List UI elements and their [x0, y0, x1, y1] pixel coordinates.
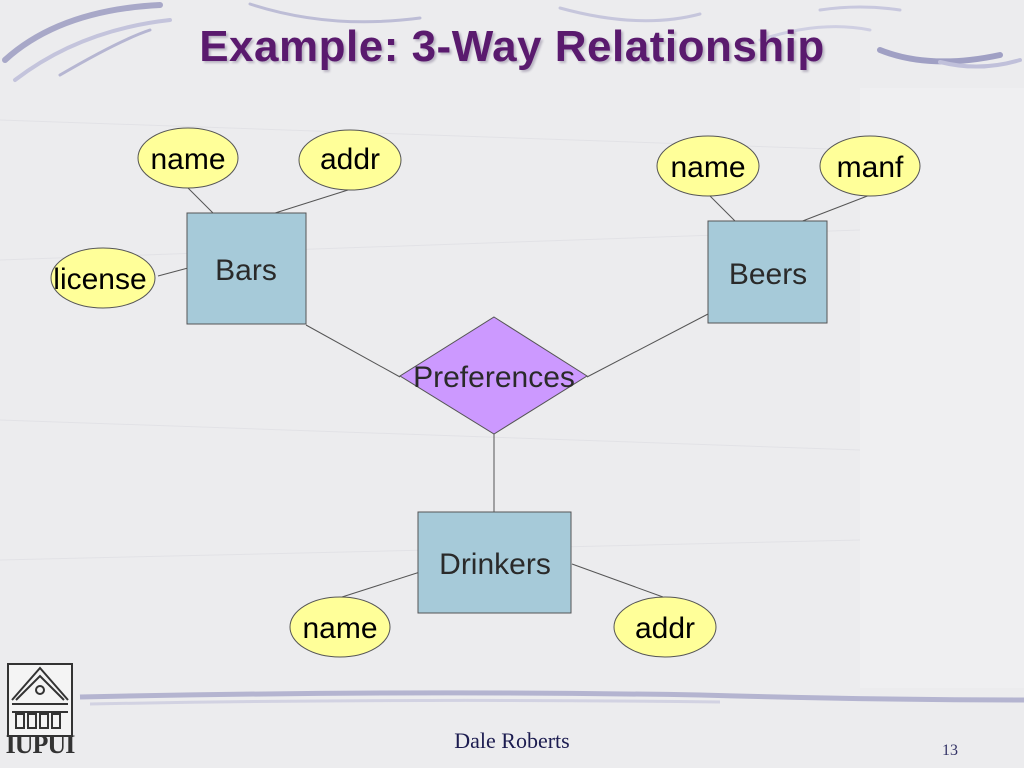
bottom-swoosh-decoration [79, 690, 1024, 703]
attribute-beers-manf: manf [819, 135, 921, 197]
line-beers-preferences [586, 313, 709, 378]
attribute-beers-name: name [656, 135, 760, 197]
line-beers-manf [799, 194, 871, 223]
relationship-preferences: Preferences [399, 316, 588, 435]
entity-beers: Beers [707, 220, 828, 324]
line-drinkers-addr [571, 563, 664, 598]
attribute-label: license [53, 263, 146, 296]
line-drinkers-name [341, 571, 421, 598]
line-bars-license [157, 267, 189, 277]
entity-label: Drinkers [439, 548, 551, 581]
line-beers-name [707, 193, 737, 223]
entity-label: Beers [729, 258, 807, 291]
line-bars-addr [271, 189, 349, 215]
attribute-drinkers-addr: addr [613, 596, 717, 658]
iupui-logo-graphic [7, 663, 73, 737]
relationship-label: Preferences [413, 361, 575, 394]
slide-title: Example: 3-Way Relationship [199, 22, 825, 71]
attribute-label: addr [320, 143, 380, 176]
attribute-bars-license: license [50, 247, 156, 309]
attribute-bars-name: name [137, 127, 239, 189]
entity-drinkers: Drinkers [417, 511, 572, 614]
attribute-bars-addr: addr [298, 129, 402, 191]
attribute-drinkers-name: name [289, 596, 391, 658]
line-bars-name [187, 187, 215, 215]
bottom-swoosh-decoration-2 [89, 698, 721, 706]
attribute-label: addr [635, 612, 695, 645]
footer-author: Dale Roberts [454, 728, 570, 753]
top-swoosh-decoration [2, 2, 1022, 82]
page-number: 13 [942, 742, 958, 759]
logo-text: IUPUI [5, 730, 76, 759]
attribute-label: name [670, 151, 745, 184]
attribute-label: name [302, 612, 377, 645]
connector-lines [157, 187, 871, 598]
entity-bars: Bars [186, 212, 307, 325]
line-bars-preferences [305, 324, 401, 378]
attribute-label: manf [837, 151, 904, 184]
attribute-label: name [150, 143, 225, 176]
entity-label: Bars [215, 254, 277, 287]
